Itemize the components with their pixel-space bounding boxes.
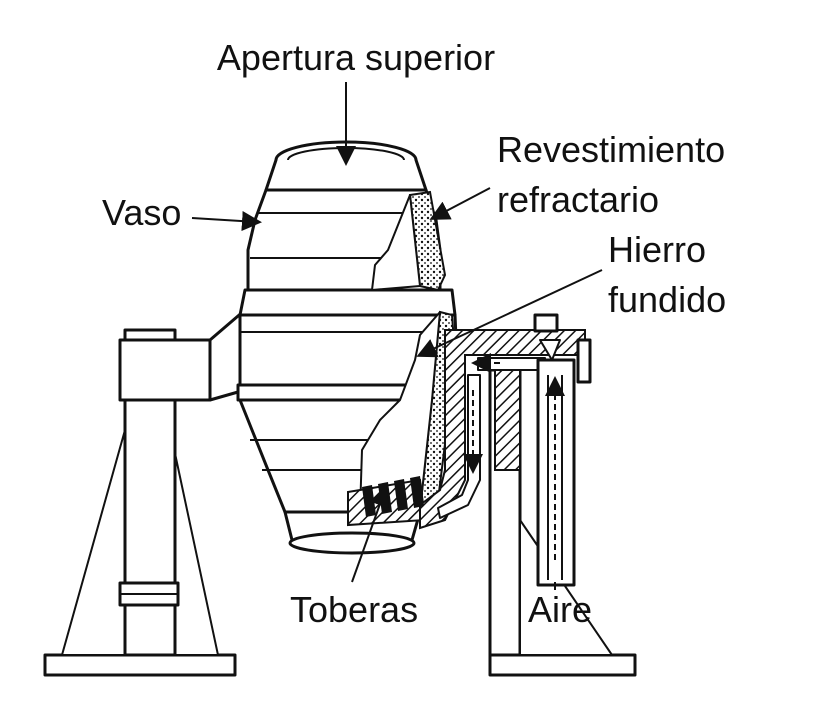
label-top-opening: Apertura superior <box>217 37 495 78</box>
label-refractory-line1: Revestimiento <box>497 129 725 170</box>
left-support-stand <box>43 308 247 677</box>
label-iron-line2: fundido <box>608 279 726 320</box>
arrow-iron <box>416 269 603 358</box>
label-tuyeres: Toberas <box>290 589 418 630</box>
label-arrows <box>191 82 603 590</box>
arrow-refractory <box>429 187 491 220</box>
label-iron-line1: Hierro <box>608 229 706 270</box>
air-duct <box>419 313 592 587</box>
label-air: Aire <box>528 589 592 630</box>
arrow-tuyeres <box>351 486 390 583</box>
refractory-lining-cutaway <box>347 190 460 527</box>
label-vessel: Vaso <box>102 192 181 233</box>
label-refractory-line2: refractario <box>497 179 659 220</box>
arrow-vessel <box>191 211 262 232</box>
